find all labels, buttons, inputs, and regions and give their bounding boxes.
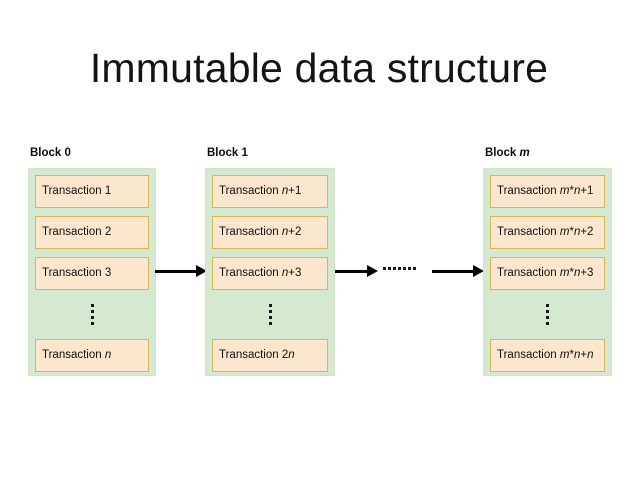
transaction-row: Transaction n+3 [212, 257, 328, 290]
transaction-row-variable-n: n [573, 349, 581, 361]
transaction-row: Transaction 3 [35, 257, 149, 290]
block-label-0-value: 0 [64, 147, 71, 159]
vertical-ellipsis-icon [212, 298, 328, 331]
transaction-row-value: 3 [104, 267, 112, 279]
transaction-row-variable-n: n [573, 226, 581, 238]
transaction-row-prefix: Transaction [497, 267, 560, 279]
transaction-row-operator: * [569, 185, 574, 197]
transaction-row: Transaction m*n+n [490, 339, 605, 372]
block-body-m: Transaction m*n+1 Transaction m*n+2 Tran… [483, 168, 612, 376]
arrow-right-icon [432, 264, 484, 280]
block-body-0: Transaction 1 Transaction 2 Transaction … [28, 168, 156, 376]
vertical-ellipsis-icon [35, 298, 149, 331]
transaction-row-value: +2 [288, 226, 302, 238]
transaction-row-prefix: Transaction [497, 349, 560, 361]
transaction-row-value: +1 [580, 185, 594, 197]
transaction-row-prefix: Transaction [219, 185, 282, 197]
block-label-0: Block 0 [30, 146, 71, 160]
block-label-m-prefix: Block [485, 147, 520, 159]
arrow-right-icon [335, 264, 379, 280]
transaction-row-variable: n [281, 226, 289, 238]
block-label-1-prefix: Block [207, 147, 242, 159]
transaction-row-value: 2 [104, 226, 112, 238]
transaction-row-operator: * [569, 349, 574, 361]
transaction-row-variable-n2: n [587, 349, 594, 361]
transaction-row-variable: n [281, 185, 289, 197]
transaction-row: Transaction 2n [212, 339, 328, 372]
transaction-row-variable-n: n [573, 267, 581, 279]
transaction-row-value: +1 [288, 185, 302, 197]
transaction-row-prefix: Transaction [219, 226, 282, 238]
block-body-1: Transaction n+1 Transaction n+2 Transact… [205, 168, 335, 376]
transaction-row-variable-m: m [559, 267, 570, 279]
transaction-row-prefix: Transaction [42, 185, 105, 197]
transaction-row-prefix: Transaction [219, 267, 282, 279]
transaction-row: Transaction n [35, 339, 149, 372]
transaction-row-prefix: Transaction 2 [219, 349, 289, 361]
transaction-row-value: 1 [104, 185, 112, 197]
transaction-row-variable: n [281, 267, 289, 279]
transaction-row-variable-m: m [559, 226, 570, 238]
block-label-m: Block m [485, 146, 530, 160]
transaction-row-prefix: Transaction [42, 226, 105, 238]
transaction-row-prefix: Transaction [42, 267, 105, 279]
transaction-row-variable-m: m [559, 349, 570, 361]
transaction-row-variable: n [288, 349, 295, 361]
transaction-row: Transaction 1 [35, 175, 149, 208]
transaction-row-variable-m: m [559, 185, 570, 197]
transaction-row-prefix: Transaction [497, 185, 560, 197]
transaction-row-value: +3 [288, 267, 302, 279]
block-label-0-prefix: Block [30, 147, 65, 159]
transaction-row-value: +2 [580, 226, 594, 238]
transaction-row-operator: * [569, 226, 574, 238]
page-title: Immutable data structure [89, 45, 549, 91]
transaction-row: Transaction n+1 [212, 175, 328, 208]
transaction-row: Transaction n+2 [212, 216, 328, 249]
transaction-row-prefix: Transaction [497, 226, 560, 238]
transaction-row: Transaction m*n+2 [490, 216, 605, 249]
horizontal-ellipsis-icon [383, 267, 416, 270]
block-label-1: Block 1 [207, 146, 248, 160]
block-label-m-value: m [519, 147, 530, 159]
block-label-1-value: 1 [241, 147, 248, 159]
transaction-row: Transaction m*n+3 [490, 257, 605, 290]
vertical-ellipsis-icon [490, 298, 605, 331]
transaction-row-variable-n: n [573, 185, 581, 197]
arrow-right-icon [155, 264, 207, 280]
transaction-row-prefix: Transaction [42, 349, 105, 361]
transaction-row-value: +3 [580, 267, 594, 279]
transaction-row-variable: n [104, 349, 112, 361]
transaction-row-operator: * [569, 267, 574, 279]
transaction-row: Transaction m*n+1 [490, 175, 605, 208]
transaction-row-value: + [580, 349, 588, 361]
transaction-row: Transaction 2 [35, 216, 149, 249]
